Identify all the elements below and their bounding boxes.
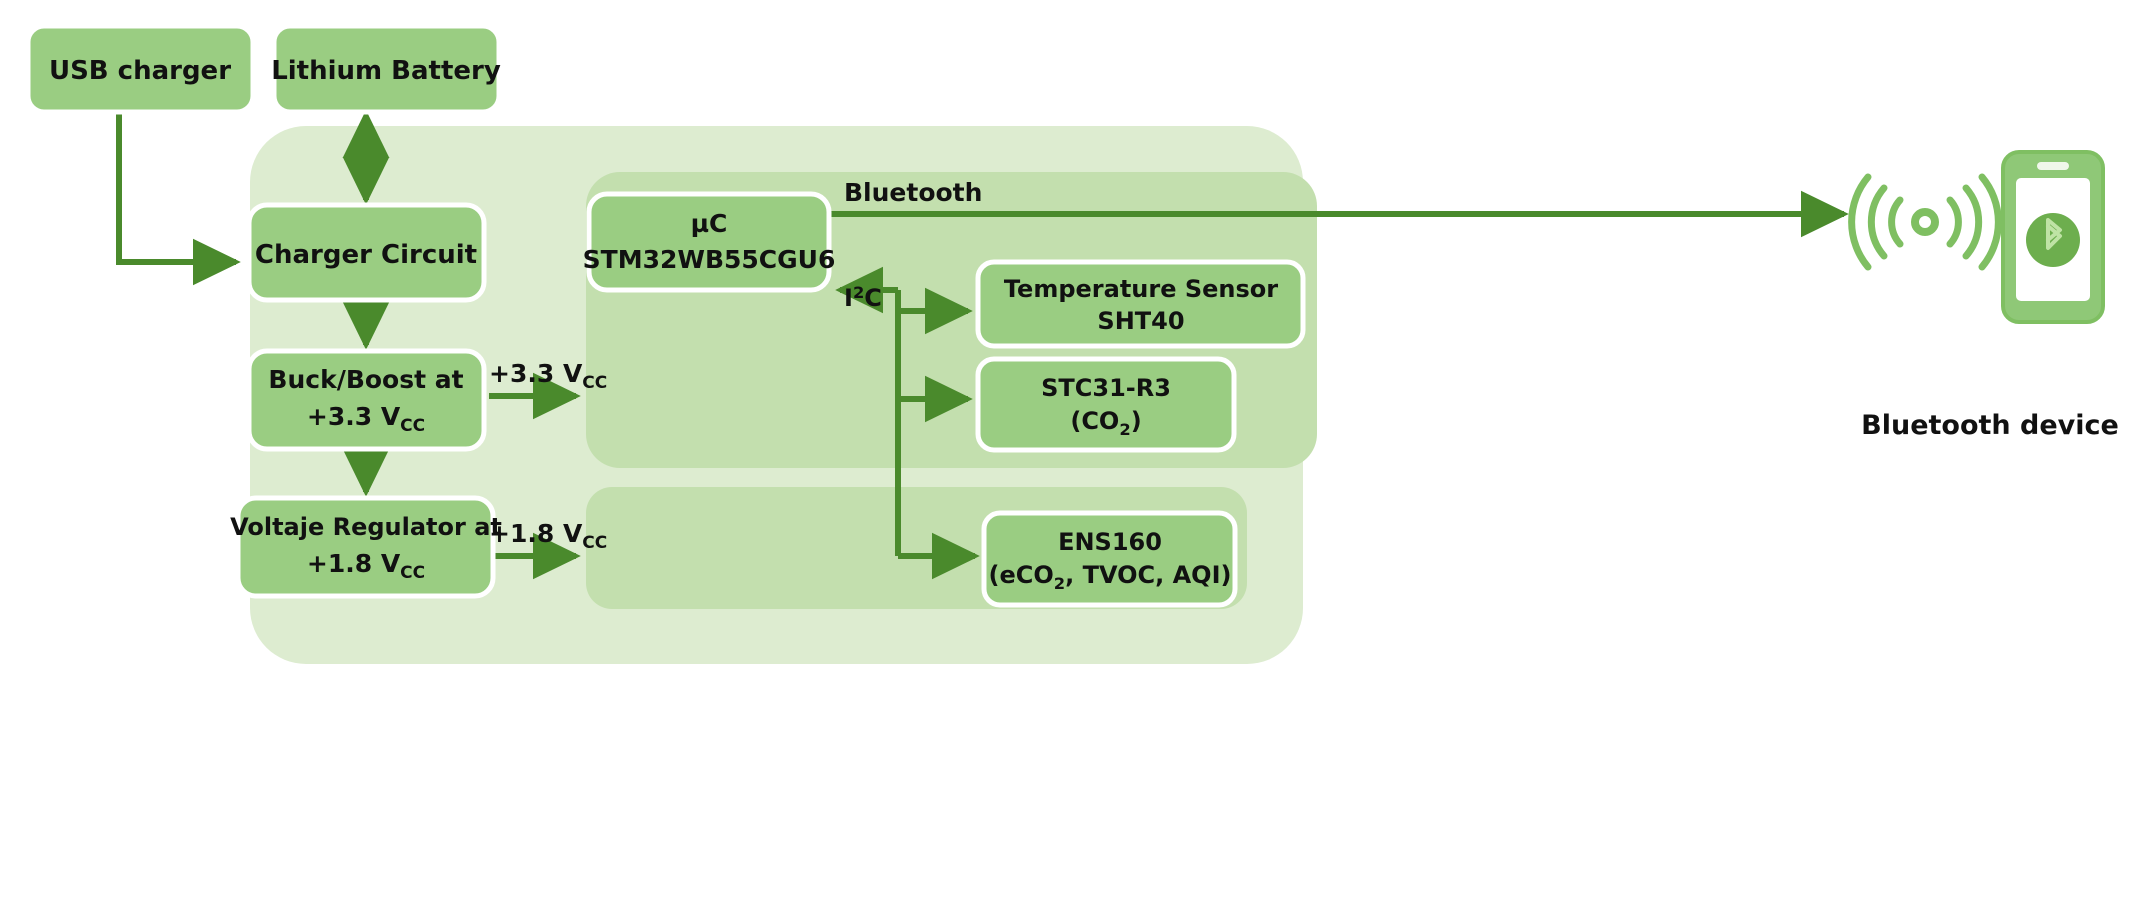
co2-sensor-formula-suffix: )	[1131, 407, 1142, 435]
buck-boost-voltage: +3.3 V	[307, 402, 401, 431]
voltage-regulator-box	[235, 495, 496, 599]
aqi-sensor-formula-prefix: (eCO	[989, 561, 1054, 589]
temperature-sensor-box	[975, 259, 1306, 349]
block-voltage-regulator[interactable]: Voltaje Regulator at +1.8 VCC	[230, 495, 502, 599]
block-buck-boost[interactable]: Buck/Boost at +3.3 VCC	[246, 348, 487, 452]
block-charger-circuit[interactable]: Charger Circuit	[246, 202, 487, 303]
block-lithium-battery[interactable]: Lithium Battery	[271, 23, 502, 115]
i2c-label-suffix: C	[864, 284, 882, 312]
aqi-sensor-formula-sub: 2	[1054, 574, 1065, 593]
usb-charger-box	[25, 23, 256, 115]
aqi-sensor-formula-suffix: , TVOC, AQI)	[1065, 561, 1231, 589]
block-temperature-sensor[interactable]: Temperature Sensor SHT40	[975, 259, 1306, 349]
mcu-box	[586, 191, 832, 293]
buck-boost-label-line2: +3.3 VCC	[307, 402, 425, 436]
rail-3v3-label: +3.3 VCC	[489, 359, 607, 393]
co2-sensor-label-line2: (CO2)	[1070, 407, 1141, 439]
buck-boost-voltage-sub: CC	[400, 416, 425, 436]
charger-circuit-box	[246, 202, 487, 303]
voltage-regulator-label-line1: Voltaje Regulator at	[230, 513, 502, 541]
voltage-regulator-voltage: +1.8 V	[307, 549, 401, 578]
rail-3v3-sub: CC	[582, 373, 607, 393]
mcu-label-line1: µC	[691, 209, 728, 238]
radio-waves-icon	[1848, 173, 2002, 271]
usb-charger-label: USB charger	[49, 56, 231, 86]
block-mcu[interactable]: µC STM32WB55CGU6	[583, 191, 836, 293]
temperature-sensor-label-line1: Temperature Sensor	[1004, 275, 1278, 303]
mcu-label-line2: STM32WB55CGU6	[583, 245, 836, 274]
rail-1v8-label: +1.8 VCC	[489, 519, 607, 553]
aqi-sensor-box	[981, 510, 1238, 608]
bluetooth-glyph-icon	[2046, 218, 2062, 250]
co2-sensor-formula-sub: 2	[1119, 420, 1130, 439]
i2c-label-prefix: I	[844, 284, 853, 312]
i2c-label-sup: 2	[853, 283, 864, 302]
block-co2-sensor[interactable]: STC31-R3 (CO2)	[975, 356, 1237, 453]
rail-3v3-value: +3.3 V	[489, 359, 583, 388]
co2-sensor-label-line1: STC31-R3	[1041, 374, 1171, 402]
voltage-regulator-label-line2: +1.8 VCC	[307, 549, 425, 583]
bluetooth-device-group[interactable]: Bluetooth device	[1848, 150, 2119, 441]
voltage-regulator-voltage-sub: CC	[400, 563, 425, 583]
buck-boost-label-line1: Buck/Boost at	[268, 365, 463, 394]
phone-icon	[2001, 150, 2105, 324]
bluetooth-device-label: Bluetooth device	[1861, 410, 2119, 441]
i2c-bus-label: I2C	[844, 283, 882, 312]
charger-circuit-label: Charger Circuit	[255, 240, 477, 270]
lithium-battery-box	[271, 23, 502, 115]
block-aqi-sensor[interactable]: ENS160 (eCO2, TVOC, AQI)	[981, 510, 1238, 608]
co2-sensor-box	[975, 356, 1237, 453]
edge-usb-to-charger	[116, 110, 241, 286]
aqi-sensor-label-line1: ENS160	[1058, 528, 1162, 556]
block-usb-charger[interactable]: USB charger	[25, 23, 256, 115]
co2-sensor-formula-prefix: (CO	[1070, 407, 1119, 435]
buck-boost-box	[246, 348, 487, 452]
bluetooth-link-label: Bluetooth	[844, 178, 982, 207]
aqi-sensor-label-line2: (eCO2, TVOC, AQI)	[989, 561, 1232, 593]
temperature-sensor-label-line2: SHT40	[1097, 307, 1184, 335]
rail-1v8-value: +1.8 V	[489, 519, 583, 548]
rail-1v8-sub: CC	[582, 533, 607, 553]
lithium-battery-label: Lithium Battery	[271, 56, 501, 86]
